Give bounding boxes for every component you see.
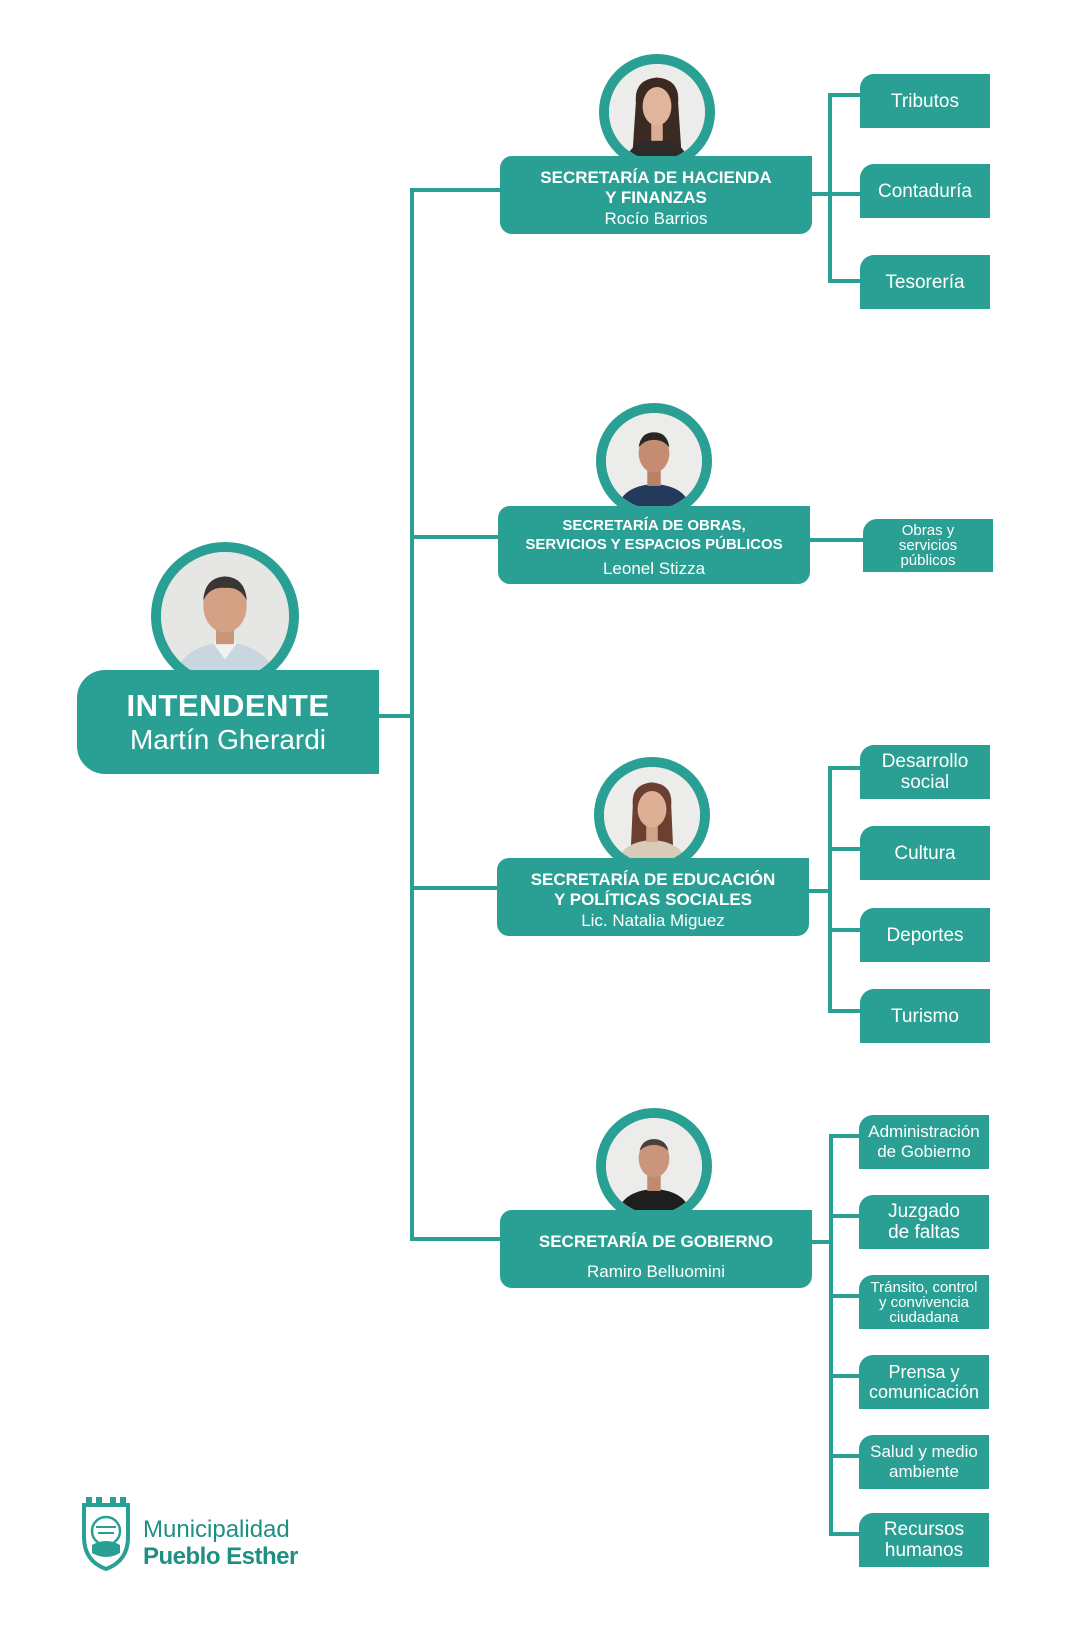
secretaria-hacienda-title: SECRETARÍA DE HACIENDA Y FINANZAS [540, 168, 772, 207]
person-photo-icon [606, 1118, 702, 1214]
connector-gobierno-vertical [829, 1134, 833, 1536]
logo-line-2: Pueblo Esther [143, 1543, 298, 1570]
connector-gobierno-d5 [829, 1454, 859, 1458]
dept-contaduria[interactable]: Contaduría [860, 164, 990, 218]
connector-gobierno-d2 [829, 1214, 859, 1218]
dept-administracion-de-gobierno[interactable]: Administración de Gobierno [859, 1115, 989, 1169]
connector-root [378, 714, 414, 718]
secretaria-hacienda-node[interactable]: SECRETARÍA DE HACIENDA Y FINANZAS Rocío … [500, 156, 812, 234]
connector-sec-1 [410, 188, 500, 192]
dept-turismo[interactable]: Turismo [860, 989, 990, 1043]
dept-desarrollo-social[interactable]: Desarrollo social [860, 745, 990, 799]
connector-gobierno-d1 [829, 1134, 859, 1138]
dept-prensa-y-comunicacion[interactable]: Prensa y comunicación [859, 1355, 989, 1409]
educacion-avatar [594, 757, 710, 873]
connector-educacion-d1 [828, 766, 860, 770]
person-photo-icon [609, 64, 705, 160]
secretaria-hacienda-name: Rocío Barrios [604, 209, 708, 228]
connector-obras-out [801, 538, 863, 542]
connector-sec-3 [410, 886, 497, 890]
dept-recursos-humanos[interactable]: Recursos humanos [859, 1513, 989, 1567]
connector-educacion-d3 [828, 928, 860, 932]
secretaria-educacion-name: Lic. Natalia Miguez [581, 911, 725, 930]
dept-deportes[interactable]: Deportes [860, 908, 990, 962]
dept-tributos[interactable]: Tributos [860, 74, 990, 128]
secretaria-educacion-node[interactable]: SECRETARÍA DE EDUCACIÓN Y POLÍTICAS SOCI… [497, 858, 809, 936]
dept-cultura[interactable]: Cultura [860, 826, 990, 880]
secretaria-educacion-title: SECRETARÍA DE EDUCACIÓN Y POLÍTICAS SOCI… [530, 870, 776, 909]
person-photo-icon [604, 767, 700, 863]
connector-educacion-d2 [828, 847, 860, 851]
logo-line-1: Municipalidad [143, 1516, 290, 1543]
dept-transito-control[interactable]: Tránsito, control y convivencia ciudadan… [859, 1275, 989, 1329]
connector-gobierno-d6 [829, 1532, 859, 1536]
connector-hacienda-vertical [828, 93, 832, 283]
secretaria-gobierno-name: Ramiro Belluomini [587, 1262, 725, 1281]
person-photo-icon [606, 413, 702, 509]
person-photo-icon [161, 552, 289, 680]
connector-sec-4 [410, 1237, 500, 1241]
municipal-seal-icon [82, 1497, 130, 1571]
intendente-node[interactable]: INTENDENTE Martín Gherardi [77, 670, 379, 774]
connector-hacienda-out [804, 192, 832, 196]
connector-hacienda-d2 [828, 192, 860, 196]
connector-educacion-out [800, 889, 832, 893]
connector-gobierno-out [803, 1240, 833, 1244]
obras-avatar [596, 403, 712, 519]
gobierno-avatar [596, 1108, 712, 1224]
dept-tesoreria[interactable]: Tesorería [860, 255, 990, 309]
connector-sec-2 [410, 535, 498, 539]
secretaria-obras-node[interactable]: SECRETARÍA DE OBRAS, SERVICIOS Y ESPACIO… [498, 506, 810, 584]
connector-gobierno-d4 [829, 1374, 859, 1378]
connector-educacion-vertical [828, 766, 832, 1010]
secretaria-obras-title: SECRETARÍA DE OBRAS, SERVICIOS Y ESPACIO… [525, 517, 783, 553]
intendente-title: INTENDENTE [126, 688, 330, 723]
connector-gobierno-d3 [829, 1294, 859, 1298]
dept-obras-y-servicios[interactable]: Obras y servicios públicos [863, 519, 993, 572]
connector-hacienda-d1 [828, 93, 860, 97]
connector-educacion-d4 [828, 1009, 860, 1013]
secretaria-gobierno-node[interactable]: SECRETARÍA DE GOBIERNO Ramiro Belluomini [500, 1210, 812, 1288]
connector-hacienda-d3 [828, 279, 860, 283]
connector-trunk [410, 188, 414, 1241]
dept-juzgado-de-faltas[interactable]: Juzgado de faltas [859, 1195, 989, 1249]
intendente-avatar [151, 542, 299, 690]
secretaria-obras-name: Leonel Stizza [602, 559, 706, 578]
secretaria-gobierno-title: SECRETARÍA DE GOBIERNO [538, 1232, 774, 1251]
intendente-name: Martín Gherardi [129, 724, 327, 755]
dept-salud-y-medio-ambiente[interactable]: Salud y medio ambiente [859, 1435, 989, 1489]
hacienda-avatar [599, 54, 715, 170]
